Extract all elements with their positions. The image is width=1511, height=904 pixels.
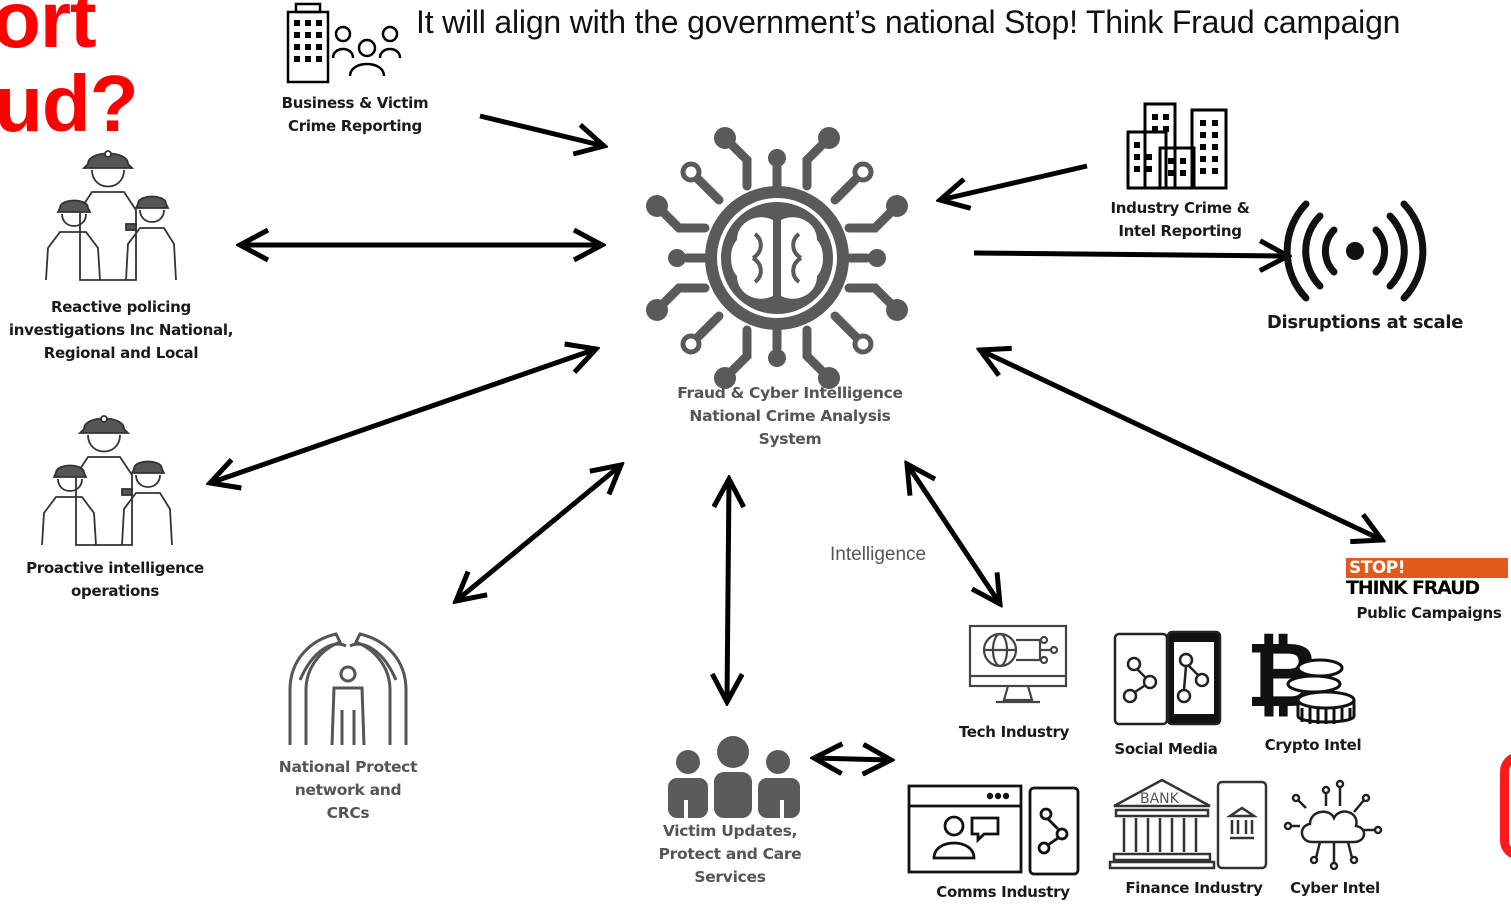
cyber-intel-label: Cyber Intel — [1290, 879, 1380, 897]
reactive-policing-label: Reactive policing investigations Inc Nat… — [8, 298, 234, 362]
people-group-icon — [668, 736, 800, 818]
phones-network-icon — [1113, 630, 1222, 726]
bank-sign: BANK — [1140, 791, 1180, 807]
arrow-center-campaigns — [980, 350, 1382, 540]
stop-think-fraud-logo[interactable]: STOP! THINK FRAUD — [1346, 558, 1508, 598]
arrow-tech-center — [907, 464, 1000, 604]
proactive-ops-label: Proactive intelligence operations — [26, 559, 204, 600]
protecting-hands-icon — [288, 632, 408, 746]
headline: It will align with the government’s nati… — [416, 4, 1401, 40]
public-campaigns-label: Public Campaigns — [1356, 604, 1502, 622]
slide-title-fragment-2: ud? — [0, 59, 139, 148]
disruptions-label: Disruptions at scale — [1266, 312, 1464, 333]
building-people-icon — [286, 2, 402, 84]
arrow-protect-center — [456, 465, 621, 601]
slide-title-fragment-1: ort — [0, 0, 97, 64]
industry-reporting-label: Industry Crime & Intel Reporting — [1110, 199, 1250, 240]
brain-circuit-icon — [646, 127, 908, 389]
broadcast-signal-icon — [1283, 200, 1427, 302]
monitor-globe-icon — [968, 624, 1068, 704]
arrows — [210, 113, 1382, 760]
social-media-label: Social Media — [1114, 740, 1218, 758]
center-label: Fraud & Cyber Intelligence National Crim… — [677, 384, 903, 448]
victim-updates-label: Victim Updates, Protect and Care Service… — [658, 822, 802, 886]
police-group-icon — [45, 150, 177, 281]
police-group-icon — [41, 415, 173, 546]
logo-line-1: STOP! — [1346, 558, 1508, 578]
cloud-circuit-icon — [1283, 779, 1383, 871]
intelligence-edge-label: Intelligence — [830, 544, 927, 565]
red-circle-fragment — [1500, 752, 1511, 860]
crypto-intel-label: Crypto Intel — [1264, 736, 1362, 754]
bitcoin-coins-icon: ₿ — [1246, 623, 1356, 728]
browser-chat-icon — [907, 784, 1080, 876]
arrow-industry-to-center — [940, 163, 1088, 200]
arrow-victim-center — [727, 479, 729, 702]
finance-industry-label: Finance Industry — [1125, 879, 1263, 897]
national-protect-label: National Protect network and CRCs — [278, 758, 418, 822]
logo-line-2: THINK FRAUD — [1346, 578, 1508, 598]
business-reporting-label: Business & Victim Crime Reporting — [281, 94, 429, 135]
office-buildings-icon — [1126, 102, 1228, 190]
arrow-proactive-center — [210, 349, 596, 483]
comms-industry-label: Comms Industry — [936, 883, 1070, 901]
bank-phone-icon: BANK — [1108, 778, 1268, 870]
arrow-victim-industry — [814, 758, 891, 760]
tech-industry-label: Tech Industry — [958, 723, 1070, 741]
arrow-center-to-disruptions — [973, 253, 1288, 256]
arrow-business-to-center — [479, 113, 604, 146]
